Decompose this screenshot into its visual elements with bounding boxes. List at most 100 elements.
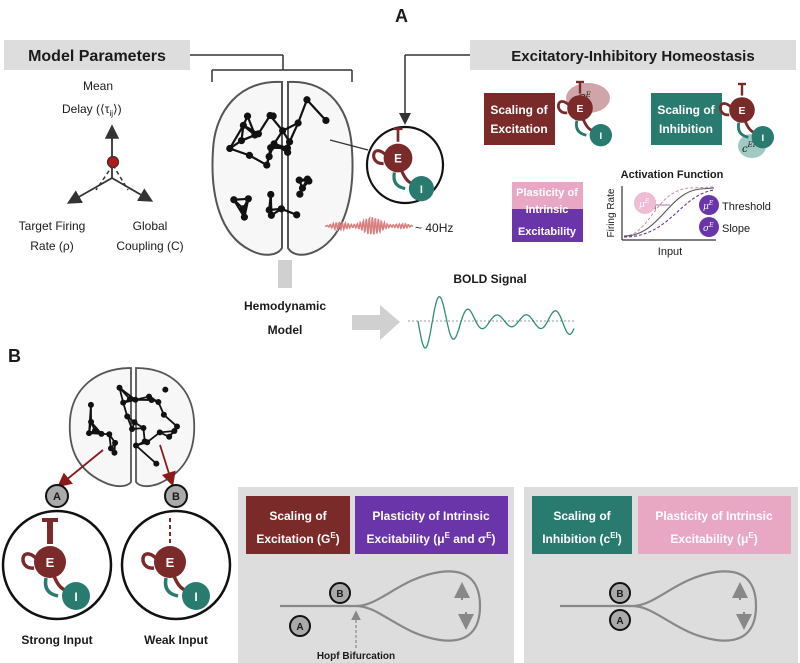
hemodynamic-connector [278, 260, 292, 288]
marker-a-box1 [289, 615, 311, 637]
network-node [146, 393, 153, 400]
scaling-excitation-line1: Scaling of [490, 103, 548, 117]
network-node [98, 430, 105, 437]
network-node [153, 460, 160, 467]
network-node [293, 211, 301, 219]
network-node [239, 205, 247, 213]
box2-plasticity-panel [638, 496, 791, 554]
network-node [106, 431, 113, 438]
sigma-symbol: σE [703, 222, 714, 234]
excitatory-node-label: E [739, 106, 746, 117]
ei-homeostasis-header [470, 40, 796, 70]
axis-rate-label: Rate (ρ) [30, 239, 74, 253]
network-node [295, 176, 303, 184]
network-node [91, 427, 98, 434]
self-loop [719, 102, 732, 117]
network-node [112, 439, 119, 446]
inhibitory-node [182, 582, 210, 610]
network-node [162, 386, 169, 393]
marker-a-box2 [609, 609, 631, 631]
plasticity-line1: Plasticity of [516, 187, 578, 199]
ei-node-zoom: EI [372, 127, 434, 202]
ei-node-weak: EI [141, 518, 210, 610]
bold-signal-line [417, 296, 575, 349]
threshold-badge [699, 195, 719, 215]
gamma-oscillation [324, 215, 414, 235]
marker-a-top [45, 484, 69, 508]
scaling-excitation-line2: Excitation [490, 122, 547, 136]
network-node [285, 138, 294, 146]
network-node [245, 151, 254, 159]
network-node [251, 131, 259, 139]
mu-pink-symbol: μE [639, 198, 650, 210]
slope-label: Slope [722, 223, 750, 235]
network-node [174, 423, 181, 430]
network-edge [135, 444, 157, 465]
box1-plasticity-panel [355, 496, 508, 554]
self-loop [21, 552, 38, 570]
i-to-e-link [575, 120, 587, 137]
network-node [243, 112, 252, 120]
network-node [303, 175, 312, 183]
activation-ylabel: Firing Rate [606, 188, 617, 237]
network-node [131, 419, 138, 426]
network-node [126, 396, 133, 403]
bifurcation-diagram-2 [560, 570, 758, 642]
scaling-inhibition-box [651, 93, 722, 145]
ei-node-excitation: EI [557, 80, 612, 147]
excitatory-node [567, 95, 593, 121]
network-node [129, 426, 136, 433]
inhibitory-node-label: I [74, 590, 77, 604]
marker-a-top-text: A [53, 491, 61, 503]
ei-node-inhibition: EI [719, 82, 774, 149]
activation-title: Activation Function [621, 169, 724, 181]
i-to-e-link [163, 577, 179, 598]
network-node [267, 211, 275, 219]
inhibitory-node-label: I [420, 184, 423, 196]
excitatory-node [154, 546, 186, 578]
network-node [303, 96, 311, 104]
scaling-inhibition-line2: Inhibition [659, 122, 713, 136]
box2-scaling-line2: Inhibition (cEI) [542, 531, 622, 546]
cei-symbol: cEI [742, 141, 756, 155]
marker-b-box2-text: B [616, 589, 623, 600]
panel-b-letter: B [8, 346, 21, 366]
marker-b-box1-text: B [336, 589, 343, 600]
hemodynamic-arrow [352, 305, 400, 340]
ei-homeostasis-title: Excitatory-Inhibitory Homeostasis [511, 48, 754, 65]
hopf-label: Hopf Bifurcation [317, 651, 395, 662]
network-node [294, 119, 302, 127]
network-node [156, 429, 163, 436]
input-bar [738, 82, 746, 86]
box1-scaling-panel [246, 496, 350, 554]
inhibitory-node [589, 124, 612, 147]
axis-mean-label: Mean [83, 79, 113, 93]
self-loop [557, 100, 570, 115]
network-node [244, 195, 252, 203]
network-node [107, 445, 114, 452]
axis-global-label: Global [133, 219, 168, 233]
network-node [265, 152, 273, 161]
strong-input-label: Strong Input [21, 633, 92, 647]
brain-network-b [68, 367, 196, 488]
network-node [132, 442, 139, 449]
inhibitory-node [751, 126, 774, 149]
network-node [230, 196, 238, 204]
network-node [111, 449, 118, 456]
plasticity-box-bottom [512, 209, 583, 242]
network-node [263, 161, 271, 169]
network-node [124, 413, 131, 420]
network-node [239, 121, 247, 129]
box1-scaling-line2: Excitation (GE) [256, 531, 339, 546]
inhibitory-node-label: I [194, 590, 197, 604]
network-node [267, 190, 275, 199]
excitatory-node [34, 546, 66, 578]
axis-delay-label: Delay (⟨τij⟩) [62, 102, 122, 118]
input-bar [393, 127, 403, 131]
marker-b-top [164, 484, 188, 508]
network-node [144, 439, 151, 446]
network-node [160, 411, 167, 418]
inhibitory-node [62, 582, 90, 610]
network-node [155, 398, 162, 405]
